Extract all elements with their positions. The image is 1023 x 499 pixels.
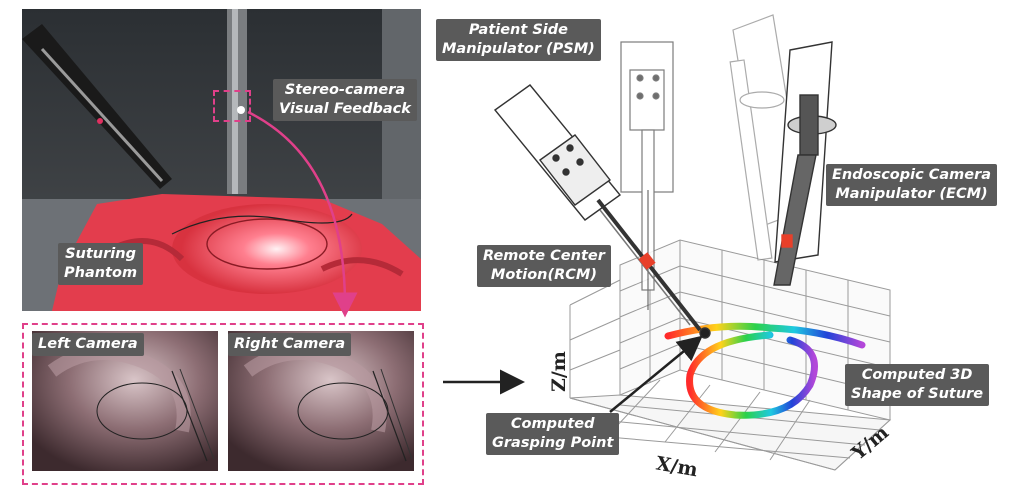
camera-highlight-box <box>213 90 251 122</box>
rcm-line1: Remote Center <box>483 248 605 264</box>
right-camera-label: Right Camera <box>228 333 352 356</box>
ecm-label: Endoscopic Camera Manipulator (ECM) <box>826 164 998 206</box>
suture-shape-line2: Shape of Suture <box>851 386 984 402</box>
ecm-line2: Manipulator (ECM) <box>835 186 988 202</box>
suturing-phantom-line1: Suturing <box>65 246 136 262</box>
grasping-line1: Computed <box>510 416 595 432</box>
grasping-line2: Grasping Point <box>492 435 614 451</box>
suture-shape-label: Computed 3D Shape of Suture <box>845 364 990 406</box>
psm-arm <box>493 84 711 339</box>
stereo-camera-line1: Stereo-camera <box>284 82 406 98</box>
camera-panels-box <box>22 323 424 485</box>
rcm-label: Remote Center Motion(RCM) <box>477 245 611 287</box>
psm-ghost <box>620 41 674 310</box>
grasping-point-label: Computed Grasping Point <box>486 413 620 455</box>
suturing-phantom-label: Suturing Phantom <box>58 243 144 285</box>
psm-line1: Patient Side <box>468 22 568 38</box>
psm-line2: Manipulator (PSM) <box>442 41 595 57</box>
suture-shape-line1: Computed 3D <box>861 367 973 383</box>
psm-label: Patient Side Manipulator (PSM) <box>436 19 601 61</box>
ecm-line1: Endoscopic Camera <box>832 167 992 183</box>
rcm-line2: Motion(RCM) <box>490 267 597 283</box>
z-axis-label: Z/m <box>548 351 570 392</box>
left-camera-label: Left Camera <box>32 333 144 356</box>
suturing-phantom-line2: Phantom <box>64 265 138 281</box>
ecm-arm <box>773 41 837 286</box>
